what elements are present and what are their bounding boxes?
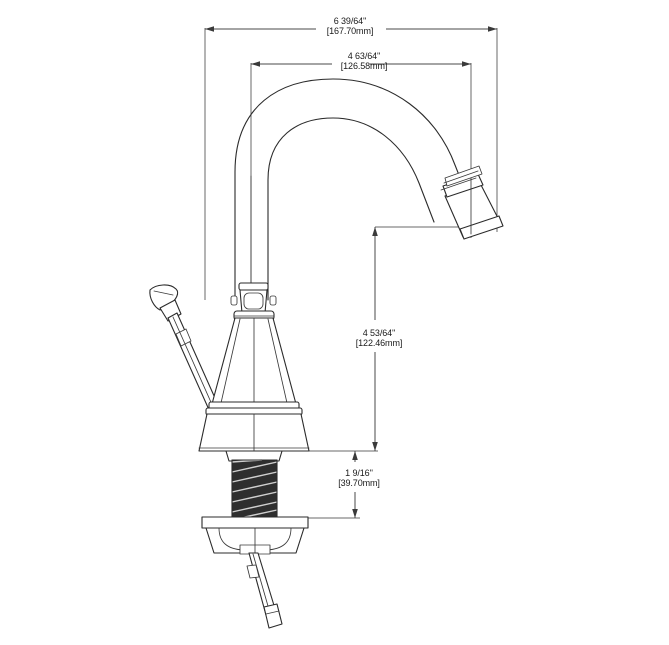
valve-cap-nub-right <box>269 295 277 306</box>
shank-thread-body <box>231 459 278 519</box>
handle-ferrule <box>175 328 192 347</box>
valve-cap-inner-ring <box>243 292 264 310</box>
body-bell-inner-left <box>220 318 241 404</box>
arrow-shank-top <box>352 451 358 460</box>
spout-nozzle <box>440 165 504 240</box>
spout-nozzle-line-a <box>440 177 477 191</box>
spout-nozzle-line-b <box>443 170 479 184</box>
supply-tube <box>246 552 283 629</box>
shank-shoulder <box>225 450 283 462</box>
dim-shank-length-imperial: 1 9/16'' <box>345 468 373 478</box>
handle-knob-seam <box>153 290 174 296</box>
handle-stem-seam <box>172 316 215 410</box>
dim-overall-width-imperial: 6 39/64'' <box>334 16 367 26</box>
faucet-assembly <box>149 78 504 629</box>
arrow-shank-bottom <box>352 509 358 518</box>
supply-tube-end-fitting <box>263 603 283 629</box>
spout-arch <box>234 78 471 301</box>
mounting-nut <box>201 516 309 555</box>
valve-cap-top-plate <box>238 282 269 291</box>
shank-thread-hatching <box>231 459 278 519</box>
mounting-nut-recess-right <box>266 527 292 551</box>
body-bell <box>205 317 303 416</box>
dim-overall-width-metric: [167.70mm] <box>327 26 374 36</box>
arrow-arc-left <box>251 61 260 67</box>
supply-tube-crimp <box>246 564 260 579</box>
supply-tube-fitting-line <box>265 610 280 615</box>
dim-spout-height-metric: [122.46mm] <box>356 338 403 348</box>
dim-spout-height-imperial: 4 53/64'' <box>363 328 396 338</box>
supply-tube-seam <box>252 553 271 614</box>
body-bell-inner-right <box>267 318 288 404</box>
valve-cap-nub-left <box>230 295 238 306</box>
arrow-arc-right <box>462 61 471 67</box>
mounting-nut-recess-left <box>218 527 244 551</box>
dim-shank-length-metric: [39.70mm] <box>338 478 380 488</box>
mounting-nut-plate <box>201 516 309 529</box>
arrow-spout-height-bottom <box>372 442 378 451</box>
valve-cap <box>230 282 277 321</box>
threaded-shank <box>225 450 283 519</box>
spout-arch-inner-contour <box>267 117 435 301</box>
arrow-spout-height-top <box>372 227 378 236</box>
arrow-overall-right <box>488 26 497 32</box>
dim-arc-width-imperial: 4 63/64'' <box>348 51 381 61</box>
spout-arch-outer-contour <box>234 78 471 301</box>
dim-arc-width-metric: [126.58mm] <box>341 61 388 71</box>
dim-overall-width: 6 39/64'' [167.70mm] <box>204 16 498 300</box>
arrow-overall-left <box>205 26 214 32</box>
base-collar <box>198 413 310 452</box>
